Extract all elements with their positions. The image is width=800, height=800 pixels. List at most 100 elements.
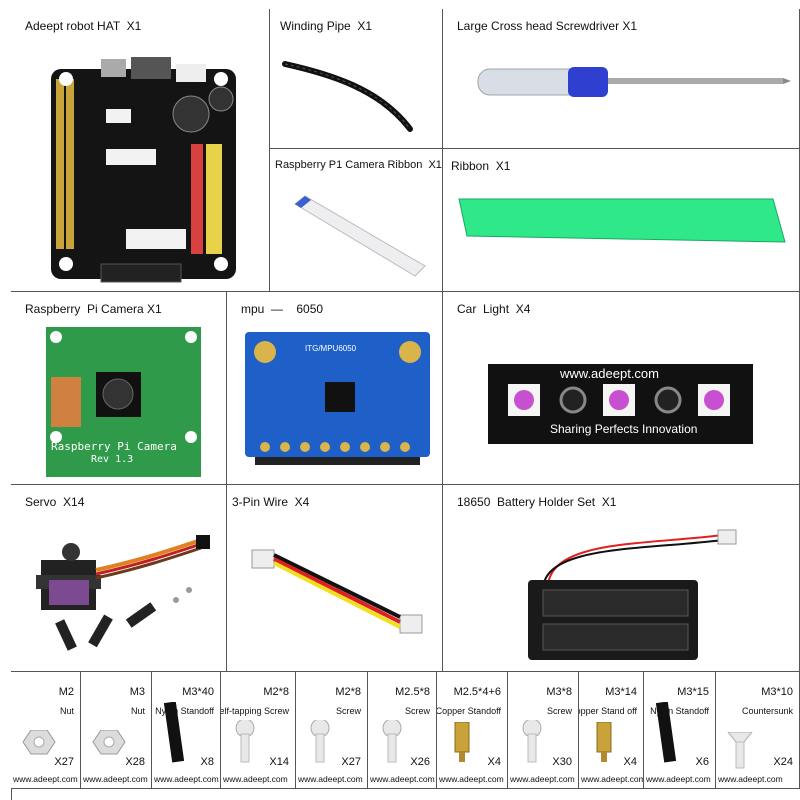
ribbon-strip-icon [458, 198, 786, 243]
cell-three-pin-wire: 3-Pin Wire X4 [227, 485, 443, 672]
screw-icon [522, 720, 542, 763]
hardware-website: www.adeept.com [718, 774, 783, 784]
mpu-chip-label: ITG/MPU6050 [305, 344, 357, 353]
car-light-board-icon [488, 364, 753, 444]
hardware-desc: Nylon Standoff [650, 706, 709, 716]
hardware-qty: X27 [54, 756, 74, 768]
cell-title: Servo X14 [25, 495, 85, 509]
standoff-icon [163, 702, 185, 763]
hardware-qty: X24 [773, 756, 793, 768]
cell-title: Car Light X4 [457, 302, 531, 316]
car-light-brand: www.adeept.com [560, 366, 659, 381]
hardware-website: www.adeept.com [154, 774, 219, 784]
hardware-qty: X26 [410, 756, 430, 768]
cell-title: Raspberry Pi Camera X1 [25, 302, 162, 316]
mpu6050-board-icon [245, 332, 430, 465]
servo-motor-icon [36, 535, 210, 651]
hardware-desc: Nylon Standoff [155, 706, 214, 716]
screw-icon [310, 720, 330, 763]
hex-nut-icon [22, 730, 56, 755]
hardware-website: www.adeept.com [646, 774, 711, 784]
hardware-desc: Copper Standoff [437, 706, 501, 716]
hardware-qty: X6 [695, 756, 709, 768]
standoff-icon [655, 702, 677, 763]
winding-pipe-icon [282, 61, 413, 132]
hardware-desc: Countersunk [741, 706, 793, 716]
cell-servo: Servo X14 [11, 485, 227, 672]
hardware-desc: Screw [546, 706, 572, 716]
countersunk-screw-icon [727, 732, 753, 769]
cell-mpu6050: mpu — 6050 ITG/MPU6050 [227, 292, 443, 485]
hardware-qty: X4 [623, 756, 637, 768]
cell-title: Ribbon X1 [451, 159, 511, 173]
hardware-website: www.adeept.com [439, 774, 504, 784]
robot-hat-board-icon [51, 57, 236, 283]
cell-ribbon: Ribbon X1 [443, 149, 800, 292]
hardware-qty: X14 [269, 756, 289, 768]
hardware-website: www.adeept.com [298, 774, 363, 784]
screwdriver-icon [477, 67, 791, 97]
cell-winding-pipe: Winding Pipe X1 [270, 9, 443, 149]
cell-title: 18650 Battery Holder Set X1 [457, 495, 617, 509]
copper-standoff-icon [596, 722, 612, 762]
cell-camera-ribbon: Raspberry P1 Camera Ribbon X1 [270, 149, 443, 292]
hardware-spec: M2*8 [335, 686, 361, 698]
car-light-slogan: Sharing Perfects Innovation [550, 422, 698, 436]
hardware-spec: M2*8 [263, 686, 289, 698]
hardware-desc: Nut [59, 706, 74, 716]
hardware-spec: M3*14 [605, 686, 637, 698]
hardware-website: www.adeept.com [13, 774, 78, 784]
hardware-qty: X30 [552, 756, 572, 768]
cell-title: Adeept robot HAT X1 [25, 19, 142, 33]
cell-title: 3-Pin Wire X4 [232, 495, 310, 509]
camera-ribbon-icon [294, 195, 426, 277]
cell-title: Large Cross head Screwdriver X1 [457, 19, 638, 33]
hardware-desc: Screw [335, 706, 361, 716]
cell-title: Winding Pipe X1 [280, 19, 373, 33]
hardware-qty: X4 [487, 756, 501, 768]
camera-board-label: Raspberry Pi Camera [51, 440, 177, 453]
hardware-desc: Self-tapping Screw [221, 706, 289, 716]
cell-screwdriver: Large Cross head Screwdriver X1 [443, 9, 800, 149]
cell-robot-hat: Adeept robot HAT X1 [11, 9, 270, 292]
hex-nut-icon [92, 730, 126, 755]
hardware-website: www.adeept.com [581, 774, 644, 784]
screw-icon [235, 720, 255, 763]
hardware-qty: X8 [200, 756, 214, 768]
hardware-website: www.adeept.com [83, 774, 148, 784]
hardware-desc: Nut [130, 706, 145, 716]
hardware-website: www.adeept.com [223, 774, 288, 784]
copper-standoff-icon [454, 722, 470, 762]
hardware-website: www.adeept.com [510, 774, 575, 784]
hardware-spec: M2.5*8 [395, 686, 430, 698]
hardware-spec: M2 [58, 686, 74, 698]
cell-pi-camera: Raspberry Pi Camera X1 Raspberry Pi Came… [11, 292, 227, 485]
cell-title: Raspberry P1 Camera Ribbon X1 [275, 159, 442, 171]
hardware-website: www.adeept.com [370, 774, 435, 784]
hardware-qty: X27 [341, 756, 361, 768]
hardware-desc: Copper Stand off [579, 706, 637, 716]
hardware-spec: M2.5*4+6 [453, 686, 501, 698]
hardware-spec: M3*8 [546, 686, 572, 698]
three-pin-wire-icon [251, 549, 423, 634]
cell-car-light: Car Light X4 www.adeept.com Sharing Perf… [443, 292, 800, 485]
pi-camera-board-icon [46, 327, 201, 477]
cell-battery-holder: 18650 Battery Holder Set X1 [443, 485, 800, 672]
cell-title: mpu — 6050 [241, 302, 324, 316]
hardware-spec: M3 [129, 686, 145, 698]
camera-rev-label: Rev 1.3 [91, 454, 134, 465]
screw-icon [382, 720, 402, 763]
hardware-spec: M3*40 [182, 686, 214, 698]
hardware-desc: Screw [404, 706, 430, 716]
